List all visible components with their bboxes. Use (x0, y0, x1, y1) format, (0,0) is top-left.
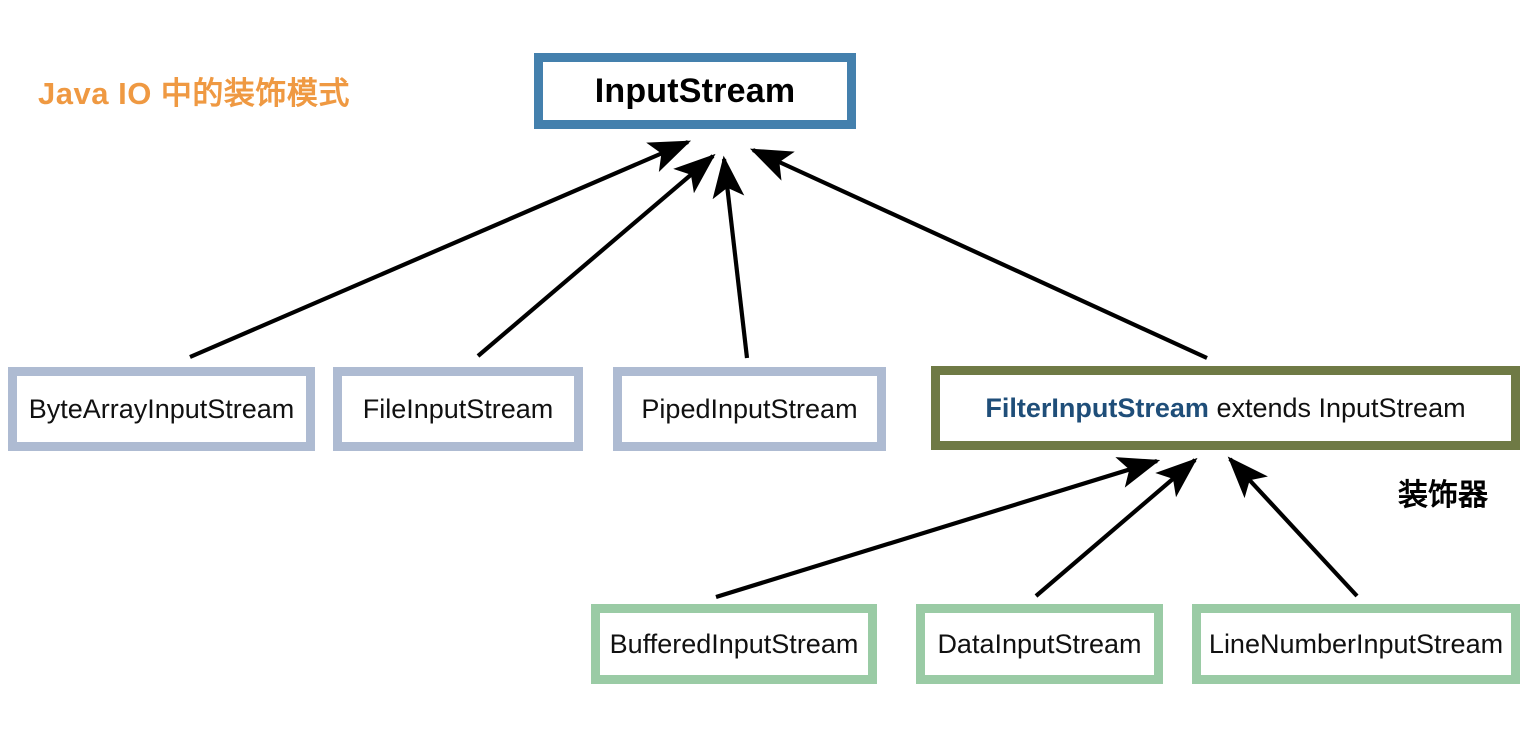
node-bytearrayinputstream-label: ByteArrayInputStream (28, 393, 295, 424)
node-datainputstream[interactable]: DataInputStream (916, 604, 1163, 684)
edge-pipedinputstream-inputstream (712, 155, 750, 359)
node-fileinputstream[interactable]: FileInputStream (333, 367, 583, 451)
node-pipedinputstream-label: PipedInputStream (641, 393, 858, 424)
node-linenumberinputstream[interactable]: LineNumberInputStream (1192, 604, 1520, 684)
node-bytearrayinputstream[interactable]: ByteArrayInputStream (8, 367, 315, 451)
edge-bytearrayinputstream-inputstream (189, 140, 692, 359)
node-linenumberinputstream-label: LineNumberInputStream (1208, 628, 1504, 659)
edge-fileinputstream-inputstream (476, 153, 716, 358)
edge-filterinputstream-inputstream (749, 148, 1208, 360)
node-filterinputstream[interactable]: FilterInputStream extends InputStream (931, 366, 1520, 450)
edge-bufferedinputstream-filterinputstream (715, 457, 1161, 600)
node-fileinputstream-label: FileInputStream (362, 393, 554, 424)
node-datainputstream-label: DataInputStream (937, 628, 1142, 659)
node-inputstream[interactable]: InputStream (534, 53, 856, 129)
node-bufferedinputstream[interactable]: BufferedInputStream (591, 604, 877, 684)
node-filterinputstream-label: FilterInputStream extends InputStream (940, 393, 1511, 424)
node-bufferedinputstream-label: BufferedInputStream (609, 628, 859, 659)
node-pipedinputstream[interactable]: PipedInputStream (613, 367, 886, 451)
node-inputstream-label: InputStream (594, 71, 796, 110)
page-title: Java IO 中的装饰模式 (38, 76, 350, 111)
edge-linenumberinputstream-filterinputstream (1227, 456, 1359, 598)
node-filterinputstream-label-bold: FilterInputStream (985, 392, 1209, 423)
decorator-annotation: 装饰器 (1398, 479, 1488, 512)
edge-datainputstream-filterinputstream (1034, 457, 1198, 598)
node-filterinputstream-label-rest: extends InputStream (1208, 392, 1466, 423)
